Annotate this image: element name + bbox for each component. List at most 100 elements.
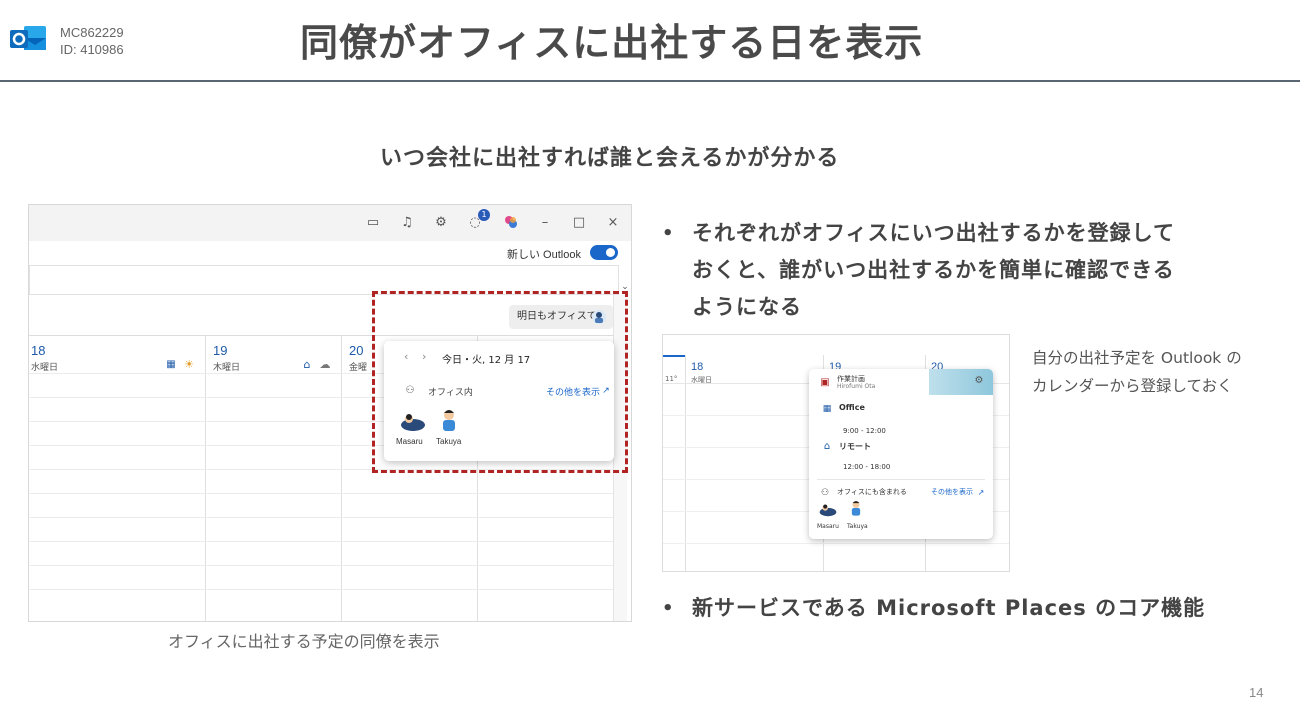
office-banner-image <box>929 369 993 395</box>
bullet-2: • 新サービスである Microsoft Places のコア機能 <box>662 590 1206 627</box>
selection-indicator <box>663 355 685 357</box>
tomorrow-in-office-label: 明日もオフィスで <box>517 311 597 322</box>
caption-line: カレンダーから登録しておく <box>1032 377 1233 395</box>
day-name: 木曜日 <box>213 363 241 373</box>
ribbon-area <box>29 265 619 295</box>
in-office-popup: ‹ › 今日・火, 12 月 17 ⚇ オフィス内 その他を表示 ↗ Masar… <box>384 341 614 461</box>
see-more-link[interactable]: その他を表示 <box>931 488 973 496</box>
avatar-takuya[interactable] <box>847 499 865 517</box>
home-icon: ⌂ <box>823 441 831 452</box>
people-icon: ⚇ <box>405 385 415 396</box>
left-screenshot-caption: オフィスに出社する予定の同僚を表示 <box>168 632 440 651</box>
doc-meta: MC862229 ID: 410986 <box>60 24 124 58</box>
external-link-icon[interactable]: ↗ <box>602 386 610 396</box>
lightbulb-icon[interactable]: ◌ <box>469 215 481 230</box>
bullet-dot: • <box>662 598 675 619</box>
time-range: 12:00 - 18:00 <box>843 463 891 471</box>
column-divider <box>685 355 686 571</box>
slide-subtitle: いつ会社に出社すれば誰と会えるかが分かる <box>380 146 840 171</box>
grid-line <box>29 517 613 518</box>
next-day-icon[interactable]: › <box>422 350 427 363</box>
new-outlook-label: 新しい Outlook <box>507 249 581 261</box>
see-more-link[interactable]: その他を表示 <box>546 388 601 398</box>
grid-line <box>29 469 613 470</box>
maximize-icon[interactable]: □ <box>572 215 586 230</box>
grid-line <box>29 565 613 566</box>
time-range: 9:00 - 12:00 <box>843 427 886 435</box>
cloud-sun-icon: ☁ <box>319 358 331 371</box>
notes-icon[interactable]: ▭ <box>366 215 380 230</box>
grid-line <box>29 421 613 422</box>
person-avatar-icon <box>592 310 606 324</box>
person-name: Masaru <box>396 437 423 446</box>
grid-line <box>29 397 613 398</box>
bullet-dot: • <box>662 223 675 244</box>
day-number[interactable]: 20 <box>349 343 364 358</box>
calendar-event-icon: ▣ <box>820 377 830 388</box>
column-divider <box>205 335 206 621</box>
bullet-1: • それぞれがオフィスにいつ出社するかを登録して おくと、誰がいつ出社するかを簡… <box>662 215 1175 326</box>
window-titlebar: ▭ ♫ ⚙ ◌ 1 – □ × <box>29 205 631 241</box>
notification-badge: 1 <box>478 209 490 221</box>
minimize-icon[interactable]: – <box>541 215 549 230</box>
right-screenshot-caption: 自分の出社予定を Outlook の カレンダーから登録しておく <box>1032 344 1292 400</box>
outlook-calendar-screenshot: 11° 18 水曜日 19 20 ⚙ ▣ 作業計画 Hirofumi Ota ▦… <box>662 334 1010 572</box>
gear-icon[interactable]: ⚙ <box>974 375 984 386</box>
column-divider <box>477 335 478 621</box>
person-name: Takuya <box>436 437 462 446</box>
event-title: 作業計画 <box>837 375 865 383</box>
day-number[interactable]: 19 <box>213 343 228 358</box>
grid-line <box>29 493 613 494</box>
highlight-dashed-box <box>372 291 628 473</box>
outlook-logo-icon <box>10 26 46 50</box>
bullet-1-line: それぞれがオフィスにいつ出社するかを登録して <box>692 221 1175 245</box>
temperature: 11° <box>665 375 678 383</box>
avatar-masaru[interactable] <box>400 409 426 435</box>
outlook-window-screenshot: ▭ ♫ ⚙ ◌ 1 – □ × 新しい Outlook ⌄ 明日もオフィスで 1… <box>28 204 632 622</box>
doc-id: MC862229 <box>60 25 124 40</box>
sun-icon: ☀ <box>184 358 194 371</box>
external-link-icon[interactable]: ↗ <box>977 488 985 497</box>
location-office[interactable]: Office <box>839 403 865 412</box>
slide-header: MC862229 ID: 410986 同僚がオフィスに出社する日を表示 <box>0 0 1300 82</box>
person-name: Takuya <box>847 523 868 530</box>
close-icon[interactable]: × <box>607 215 619 230</box>
day-number[interactable]: 18 <box>31 343 46 358</box>
bullet-1-line: おくと、誰がいつ出社するかを簡単に確認できる <box>692 258 1175 282</box>
prev-day-icon[interactable]: ‹ <box>404 350 409 363</box>
avatar-takuya[interactable] <box>436 407 462 433</box>
grid-line <box>29 373 613 374</box>
day-name: 金曜 <box>349 363 368 373</box>
column-divider <box>341 335 342 621</box>
grid-line <box>663 543 1009 544</box>
bell-icon[interactable]: ♫ <box>401 215 413 230</box>
copilot-icon[interactable] <box>503 215 519 231</box>
location-remote[interactable]: リモート <box>839 442 871 451</box>
avatar-masaru[interactable] <box>819 501 837 519</box>
gear-icon[interactable]: ⚙ <box>435 215 447 230</box>
doc-id-number: ID: 410986 <box>60 42 124 57</box>
day-name: 水曜日 <box>31 363 59 373</box>
page-number: 14 <box>1249 685 1264 700</box>
day-detail-card: ⚙ ▣ 作業計画 Hirofumi Ota ▦ Office 9:00 - 12… <box>809 369 993 539</box>
office-building-icon: ▦ <box>822 404 832 414</box>
grid-line <box>29 541 613 542</box>
in-office-label: オフィス内 <box>428 388 473 398</box>
day-name: 水曜日 <box>691 376 712 384</box>
bullet-2-line: 新サービスである Microsoft Places のコア機能 <box>692 596 1206 620</box>
divider <box>817 479 985 480</box>
tomorrow-in-office-button[interactable]: 明日もオフィスで <box>509 305 613 329</box>
new-outlook-toggle[interactable] <box>590 245 618 260</box>
slide-title: 同僚がオフィスに出社する日を表示 <box>300 21 924 65</box>
day-number[interactable]: 18 <box>691 361 704 373</box>
people-icon: ⚇ <box>820 488 830 498</box>
grid-line <box>29 445 613 446</box>
popup-date: 今日・火, 12 月 17 <box>442 355 531 366</box>
bullet-1-line: ようになる <box>692 295 802 319</box>
event-person: Hirofumi Ota <box>837 383 876 390</box>
office-building-icon: ▦ <box>166 359 176 370</box>
also-in-office-label: オフィスにも含まれる <box>837 488 907 496</box>
person-name: Masaru <box>817 523 839 530</box>
caption-line: 自分の出社予定を Outlook の <box>1032 349 1242 367</box>
chevron-down-icon[interactable]: ⌄ <box>621 282 629 292</box>
